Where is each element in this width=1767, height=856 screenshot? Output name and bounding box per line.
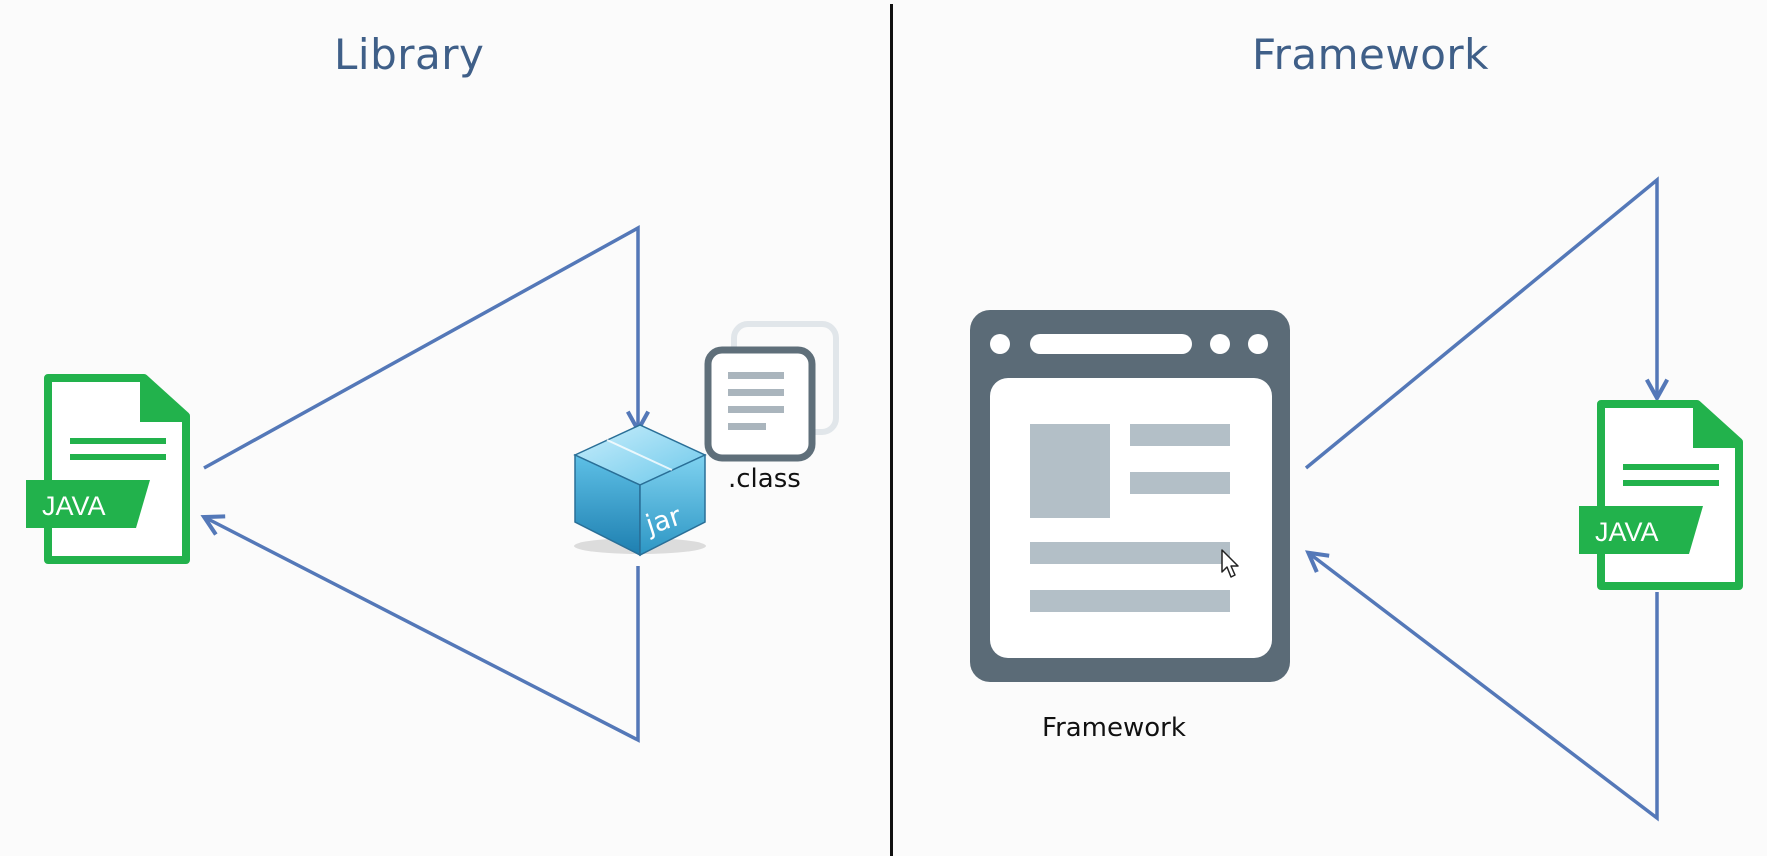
panel-divider bbox=[890, 4, 893, 856]
mouse-cursor-icon bbox=[1221, 549, 1239, 578]
java-file-icon: JAVA bbox=[1579, 400, 1743, 590]
framework-call-arrow bbox=[1304, 176, 1657, 470]
class-file-icon bbox=[704, 321, 839, 462]
jar-box-icon: jar bbox=[573, 424, 707, 557]
library-title: Library bbox=[334, 30, 485, 79]
framework-window-icon bbox=[970, 310, 1290, 682]
framework-title: Framework bbox=[1252, 30, 1489, 79]
java-file-icon: JAVA bbox=[26, 374, 190, 564]
class-file-label: .class bbox=[728, 464, 801, 494]
library-return-arrow bbox=[206, 518, 640, 743]
framework-return-arrow bbox=[1310, 554, 1659, 822]
framework-icon-label: Framework bbox=[1042, 713, 1186, 743]
library-call-arrow bbox=[203, 225, 638, 470]
java-badge-right: JAVA bbox=[1595, 517, 1659, 547]
framework-arrows bbox=[1304, 176, 1659, 822]
java-badge-left: JAVA bbox=[42, 491, 106, 521]
library-arrows bbox=[203, 225, 640, 743]
